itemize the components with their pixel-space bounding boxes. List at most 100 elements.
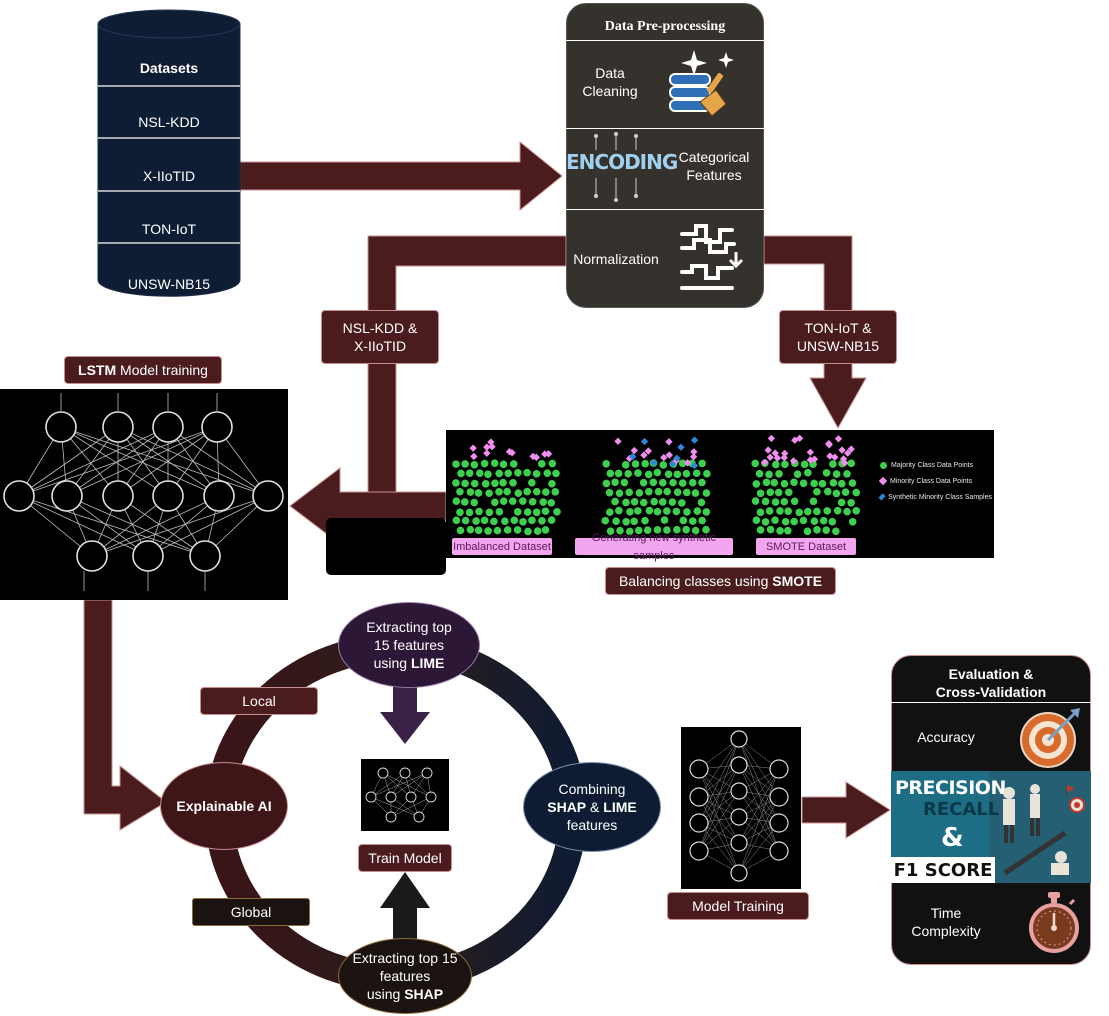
majority-point: [621, 461, 630, 469]
majority-point: [800, 460, 809, 469]
categorical-label-1: Categorical: [678, 149, 750, 165]
global-label: Global: [192, 898, 310, 926]
combine-bold2: LIME: [603, 799, 637, 815]
majority-point: [470, 498, 479, 507]
majority-point: [766, 525, 775, 534]
train-model-network-image: [361, 759, 449, 831]
majority-point: [639, 478, 648, 487]
precision-recall-image: PRECISION RECALL & F1 SCORE: [891, 771, 1091, 883]
majority-point: [495, 507, 504, 516]
majority-point: [698, 459, 706, 468]
majority-point: [653, 507, 662, 516]
recall-art: RECALL: [923, 799, 1000, 820]
majority-point: [481, 480, 490, 488]
majority-point: [532, 470, 541, 478]
majority-point: [480, 459, 489, 468]
datasets-title: Datasets: [139, 60, 199, 76]
smote-caption-bold: SMOTE: [772, 573, 823, 589]
majority-point: [624, 469, 633, 478]
minority-point: [483, 443, 491, 451]
majority-point: [810, 517, 819, 526]
majority-point: [818, 479, 827, 488]
smote-panel-generating: Generating new synthetic samples: [575, 532, 733, 562]
lime-line3: using LIME: [374, 654, 445, 672]
majority-point: [641, 459, 649, 468]
majority-point: [683, 508, 691, 516]
majority-point: [509, 460, 518, 468]
majority-point: [480, 516, 489, 525]
majority-point: [541, 526, 550, 534]
normalization-label: Normalization: [573, 251, 659, 267]
majority-point: [452, 497, 461, 505]
majority-point: [499, 478, 507, 487]
majority-point: [756, 508, 765, 517]
cleaning-label-2: Cleaning: [582, 83, 638, 99]
majority-point: [513, 526, 522, 534]
majority-point: [472, 517, 480, 525]
majority-point: [456, 487, 464, 496]
branch-right-line2: UNSW-NB15: [796, 338, 880, 354]
majority-point: [668, 498, 677, 506]
majority-point: [499, 497, 508, 505]
synthetic-point: [690, 436, 699, 444]
minority-point: [789, 457, 798, 465]
majority-point: [833, 506, 842, 515]
majority-point: [602, 479, 611, 488]
majority-point: [485, 508, 494, 517]
combine-bold1: SHAP: [547, 799, 587, 815]
combine-node: Combining SHAP & LIME features: [523, 762, 661, 852]
majority-point: [771, 516, 779, 524]
synthetic-point: [677, 443, 685, 451]
majority-point: [541, 507, 550, 516]
majority-point: [495, 488, 503, 496]
majority-point: [630, 497, 639, 506]
majority-point: [774, 488, 783, 497]
legend-synthetic-swatch: [878, 493, 886, 501]
f1-score-art: F1 SCORE: [891, 857, 995, 883]
majority-point: [532, 508, 541, 517]
majority-point: [803, 527, 812, 536]
majority-point: [679, 516, 688, 525]
majority-point: [630, 517, 638, 526]
time-label-2: Complexity: [911, 923, 981, 939]
majority-point: [620, 478, 629, 487]
model-training-network-image: [681, 727, 801, 889]
majority-point: [795, 508, 804, 517]
majority-point: [461, 479, 469, 488]
majority-point: [761, 518, 770, 526]
majority-point: [528, 497, 537, 506]
majority-point: [663, 487, 671, 496]
data-cleaning-icon: [669, 50, 734, 117]
majority-point: [548, 459, 557, 468]
majority-point: [689, 517, 697, 525]
majority-point: [606, 469, 615, 478]
target-icon: [1020, 708, 1080, 768]
majority-point: [799, 479, 808, 488]
majority-point: [528, 478, 536, 487]
smote-scatter-plots: [452, 434, 861, 536]
majority-point: [804, 468, 812, 477]
majority-point: [503, 526, 512, 534]
majority-point: [829, 479, 838, 487]
majority-point: [605, 488, 614, 497]
majority-point: [843, 507, 851, 516]
minority-point: [665, 438, 673, 446]
majority-point: [490, 459, 499, 467]
majority-point: [752, 516, 761, 525]
synthetic-point: [640, 437, 649, 446]
majority-point: [780, 479, 789, 488]
majority-point: [682, 488, 691, 497]
majority-point: [784, 488, 793, 497]
amp-art: &: [941, 823, 964, 853]
legend-minority-swatch: [878, 476, 888, 486]
majority-point: [813, 526, 821, 534]
majority-point: [523, 468, 531, 477]
dataset-unsw-nb15: UNSW-NB15: [127, 276, 211, 292]
majority-point: [484, 527, 492, 535]
arrow-datasets-to-preprocessing: [239, 140, 563, 212]
majority-point: [615, 489, 624, 498]
majority-point: [659, 478, 667, 487]
majority-point: [650, 497, 658, 506]
majority-point: [490, 517, 498, 526]
majority-point: [499, 460, 508, 469]
